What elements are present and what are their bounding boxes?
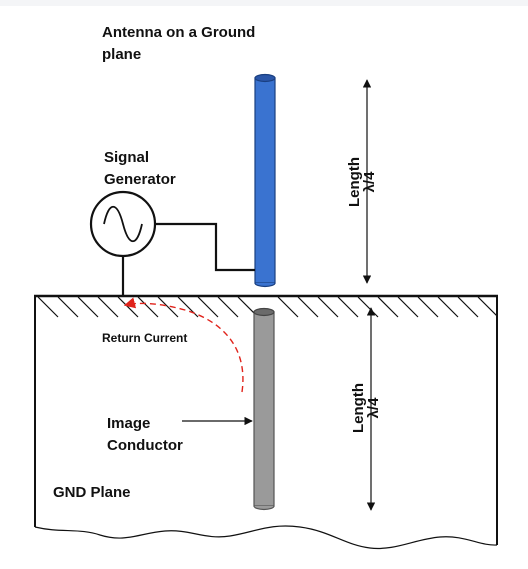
- title-line2: plane: [102, 46, 141, 63]
- antenna-body: [254, 77, 276, 284]
- image-conductor-base: [253, 505, 275, 511]
- length-label-top: Length λ/4: [346, 157, 378, 207]
- antenna-top: [254, 73, 276, 83]
- antenna-base: [254, 282, 276, 288]
- gnd-plane-label: GND Plane: [53, 484, 131, 501]
- length-label-top-line2: λ/4: [361, 171, 378, 193]
- length-label-bottom-line1: Length: [350, 383, 367, 433]
- top-strip: [0, 0, 528, 6]
- image-conductor-body: [253, 311, 275, 507]
- feed-wire: [155, 222, 255, 272]
- sine-wave-icon: [103, 205, 143, 243]
- antenna-conductor: [254, 73, 276, 288]
- length-label-top-line1: Length: [346, 157, 363, 207]
- ground-plane: [34, 294, 498, 550]
- signal-generator: Signal Generator: [89, 149, 255, 296]
- signal-generator-line1: Signal: [104, 149, 149, 166]
- image-conductor-line2: Conductor: [107, 437, 183, 454]
- image-conductor-top: [253, 307, 275, 317]
- length-label-bottom: Length λ/4: [350, 383, 382, 433]
- return-current-label: Return Current: [102, 331, 187, 345]
- length-label-bottom-line2: λ/4: [365, 397, 382, 419]
- image-conductor-shape: [253, 307, 275, 511]
- image-conductor-line1: Image: [107, 415, 150, 432]
- return-current-arrow: [123, 297, 244, 393]
- title-line1: Antenna on a Ground: [102, 24, 255, 41]
- signal-generator-line2: Generator: [104, 171, 176, 188]
- ground-wavy-bottom: [34, 525, 498, 550]
